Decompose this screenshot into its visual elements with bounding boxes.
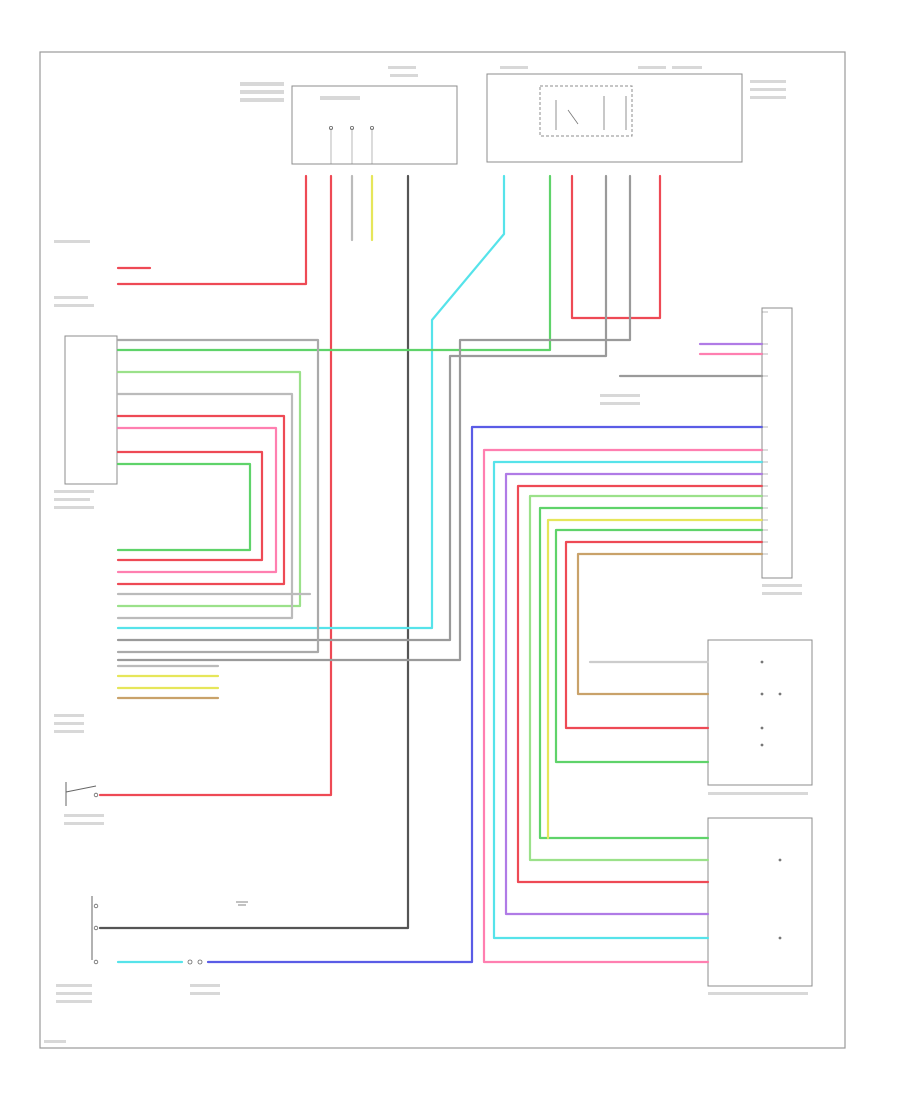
wire-green-pcm — [554, 528, 764, 764]
pcm-switches — [760, 660, 782, 940]
wire-pink-bcm — [482, 448, 764, 964]
wire-cyan-relay — [116, 174, 506, 630]
steering-switch-module — [707, 817, 813, 987]
wire-gray-scm-1 — [116, 338, 320, 654]
connector-icon — [187, 959, 203, 965]
wire-red-relay-loop — [570, 174, 662, 320]
relay-inner-box — [539, 85, 633, 137]
shift-control-module — [64, 335, 118, 485]
switch-icon — [555, 96, 627, 130]
diagram-frame — [39, 51, 846, 1049]
powertrain-control-module — [707, 639, 813, 786]
wire-gray-scm-2 — [116, 392, 294, 620]
ground-icon — [236, 901, 248, 906]
stop-light-switch — [91, 896, 99, 965]
wire-red-brake — [98, 174, 333, 797]
wire-green-scm — [116, 462, 252, 552]
wire-gray-relay-1 — [116, 174, 608, 642]
wire-red-bcm — [516, 484, 764, 884]
label-blocks — [44, 66, 808, 1043]
wire-red-scm-2 — [116, 450, 264, 562]
wire-lightgreen-bcm — [528, 494, 764, 862]
wire-red-scm-1 — [116, 414, 286, 586]
wire-violet-bcm — [504, 472, 764, 916]
wire-cyan-bcm — [492, 460, 764, 940]
instrument-panel-fuse-box — [291, 85, 458, 165]
wire-green-bcm — [538, 506, 764, 840]
wire-lightgreen-scm — [116, 370, 302, 608]
body-control-module — [761, 307, 793, 579]
wire-darkgray-ground — [98, 174, 410, 930]
wire-yellow-bcm — [546, 518, 764, 840]
wire-pink-scm — [116, 426, 278, 574]
fuse-terminals — [328, 126, 374, 164]
bcm-pins — [762, 311, 768, 555]
brake-switch — [65, 782, 99, 806]
wire-green-relay — [116, 174, 552, 352]
wire-red-pcm — [564, 540, 764, 730]
wire-red-fuse-radio — [116, 174, 308, 286]
wire-tan-pcm — [576, 552, 764, 696]
wire-gray-relay-2 — [116, 174, 632, 662]
wire-blue-bcm — [206, 425, 764, 964]
